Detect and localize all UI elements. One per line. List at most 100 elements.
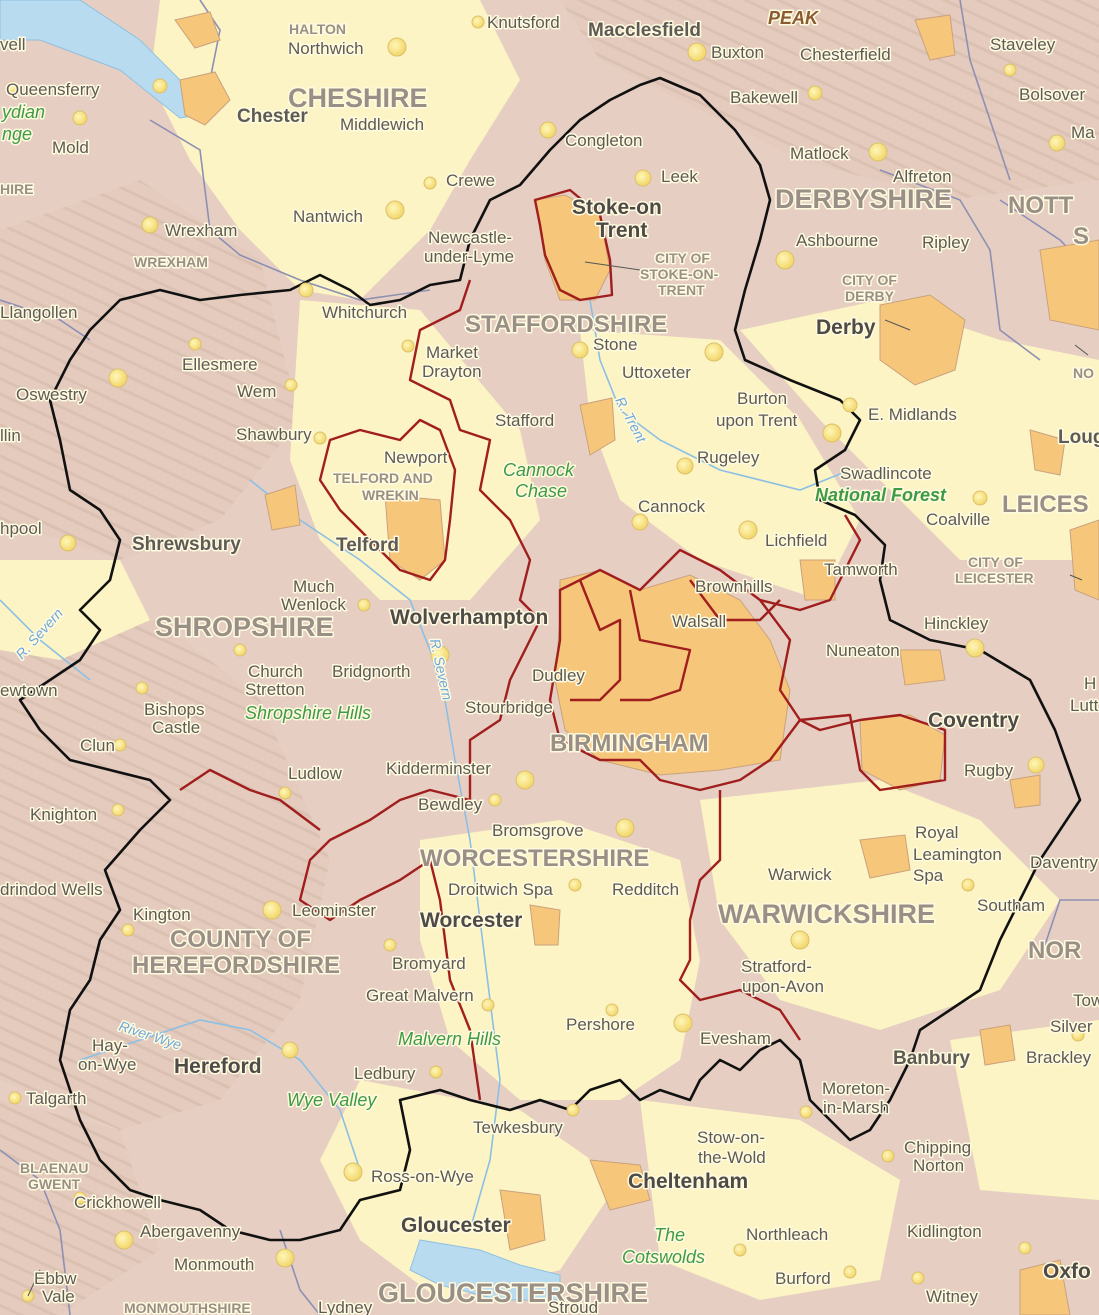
label-city-stoke-3: TRENT <box>658 282 705 298</box>
leader-lines <box>27 261 1089 1297</box>
label-market-drayton-2: Drayton <box>422 362 482 381</box>
label-brownhills: Brownhills <box>695 577 772 596</box>
label-walsall: Walsall <box>672 612 726 631</box>
label-rugby: Rugby <box>964 761 1014 780</box>
label-crewe: Crewe <box>446 171 495 190</box>
label-ellesmere: Ellesmere <box>182 355 258 374</box>
label-national-forest: National Forest <box>815 485 947 505</box>
area-labels: Cannock Chase National Forest Shropshire… <box>0 101 949 1269</box>
label-ross: Ross-on-Wye <box>371 1167 474 1186</box>
label-blaenau-2: GWENT <box>28 1176 81 1192</box>
label-monmouthshire: MONMOUTHSHIRE <box>124 1300 251 1315</box>
label-brackley: Brackley <box>1026 1048 1092 1067</box>
label-nuneaton: Nuneaton <box>826 641 900 660</box>
label-wrexham-ua: WREXHAM <box>134 254 208 270</box>
label-city-derby-1: CITY OF <box>842 272 897 288</box>
label-shropshire-hills: Shropshire Hills <box>245 703 371 723</box>
label-derby: Derby <box>816 316 876 339</box>
label-hay-2: on-Wye <box>78 1055 136 1074</box>
label-cannock-chase-2: Chase <box>515 481 567 501</box>
label-peak: PEAK <box>768 8 820 28</box>
label-ebbw-1: Ebbw <box>34 1269 77 1288</box>
label-stow-2: the-Wold <box>698 1148 766 1167</box>
label-blaenau-1: BLAENAU <box>20 1160 88 1176</box>
label-stow-1: Stow-on- <box>697 1128 765 1147</box>
label-birmingham: BIRMINGHAM <box>550 730 709 757</box>
label-tewkesbury: Tewkesbury <box>473 1118 563 1137</box>
label-city-derby-2: DERBY <box>845 288 895 304</box>
label-nantwich: Nantwich <box>293 207 363 226</box>
label-alfreton: Alfreton <box>893 167 952 186</box>
label-chipping-norton-1: Chipping <box>904 1138 971 1157</box>
county-labels: CHESHIRE DERBYSHIRE NOTT S STAFFORDSHIRE… <box>0 7 1096 1315</box>
label-hay-1: Hay- <box>92 1036 128 1055</box>
label-gloucestershire: GLOUCESTERSHIRE <box>378 1278 648 1308</box>
label-kidlington: Kidlington <box>907 1222 982 1241</box>
label-newport: Newport <box>384 448 448 467</box>
label-leek: Leek <box>661 167 698 186</box>
label-matlock: Matlock <box>790 144 849 163</box>
label-ashbourne: Ashbourne <box>796 231 878 250</box>
label-telford-wrekin-2: WREKIN <box>362 487 419 503</box>
label-wrexham: Wrexham <box>165 221 237 240</box>
label-lichfield: Lichfield <box>765 531 827 550</box>
label-market-drayton-1: Market <box>426 343 478 362</box>
label-great-malvern: Great Malvern <box>366 986 474 1005</box>
label-knighton: Knighton <box>30 805 97 824</box>
label-kidderminster: Kidderminster <box>386 759 491 778</box>
label-llangollen: Llangollen <box>0 303 78 322</box>
label-shawbury: Shawbury <box>236 425 312 444</box>
label-towcester-partial: Tow <box>1073 991 1099 1010</box>
label-staffordshire: STAFFORDSHIRE <box>465 311 667 338</box>
label-bakewell: Bakewell <box>730 88 798 107</box>
label-cannock-chase-1: Cannock <box>503 460 575 480</box>
label-worcestershire: WORCESTERSHIRE <box>420 845 649 872</box>
label-stratford-2: upon-Avon <box>742 977 824 996</box>
label-staveley: Staveley <box>990 35 1056 54</box>
label-worcester: Worcester <box>420 909 522 932</box>
label-royal-leamington-1: Royal <box>915 823 958 842</box>
label-uttoxeter: Uttoxeter <box>622 363 691 382</box>
label-burford: Burford <box>775 1269 831 1288</box>
label-welsh-pool: hpool <box>0 519 42 538</box>
label-city-stoke-2: STOKE-ON- <box>640 266 719 282</box>
label-herefordshire-2: HEREFORDSHIRE <box>132 952 340 979</box>
label-bolsover: Bolsover <box>1019 85 1085 104</box>
label-bromyard: Bromyard <box>392 954 466 973</box>
label-southam: Southam <box>977 896 1045 915</box>
label-much-wenlock-1: Much <box>293 577 335 596</box>
label-newcastle-2: under-Lyme <box>424 247 514 266</box>
label-bishops-castle-2: Castle <box>152 718 200 737</box>
label-stone: Stone <box>593 335 637 354</box>
label-chester: Chester <box>237 106 308 127</box>
label-crickhowell: Crickhowell <box>74 1193 161 1212</box>
metro-unitary-boundaries <box>179 188 947 1101</box>
label-shropshire: SHROPSHIRE <box>155 612 334 642</box>
label-pershore: Pershore <box>566 1015 635 1034</box>
label-silverstone-partial: Silver <box>1050 1017 1093 1036</box>
label-queensferry: Queensferry <box>6 80 100 99</box>
label-leics-partial: LEICES <box>1002 491 1089 518</box>
label-warwickshire: WARWICKSHIRE <box>718 899 935 929</box>
label-monmouth: Monmouth <box>174 1255 254 1274</box>
label-cotswolds-1: The <box>654 1225 685 1245</box>
label-ludlow: Ludlow <box>288 764 343 783</box>
label-hinckley: Hinckley <box>924 614 989 633</box>
label-malvern-hills: Malvern Hills <box>398 1029 501 1049</box>
label-northwich: Northwich <box>288 39 364 58</box>
label-talgarth: Talgarth <box>26 1089 86 1108</box>
label-clwydian-1: ydian <box>0 102 45 122</box>
label-h-partial: H <box>1084 674 1096 693</box>
label-wolverhampton: Wolverhampton <box>390 606 548 629</box>
label-cheltenham: Cheltenham <box>628 1170 748 1193</box>
label-stoke-1: Stoke-on <box>572 196 662 219</box>
label-royal-leamington-3: Spa <box>913 866 944 885</box>
label-herefordshire-1: COUNTY OF <box>170 926 311 953</box>
label-cheshire: CHESHIRE <box>288 83 428 113</box>
label-bishops-castle-1: Bishops <box>144 700 204 719</box>
label-hereford: Hereford <box>174 1055 262 1078</box>
label-ma-partial: Ma <box>1071 123 1095 142</box>
label-redditch: Redditch <box>612 880 679 899</box>
label-stafford: Stafford <box>495 411 554 430</box>
label-telford: Telford <box>336 535 399 556</box>
